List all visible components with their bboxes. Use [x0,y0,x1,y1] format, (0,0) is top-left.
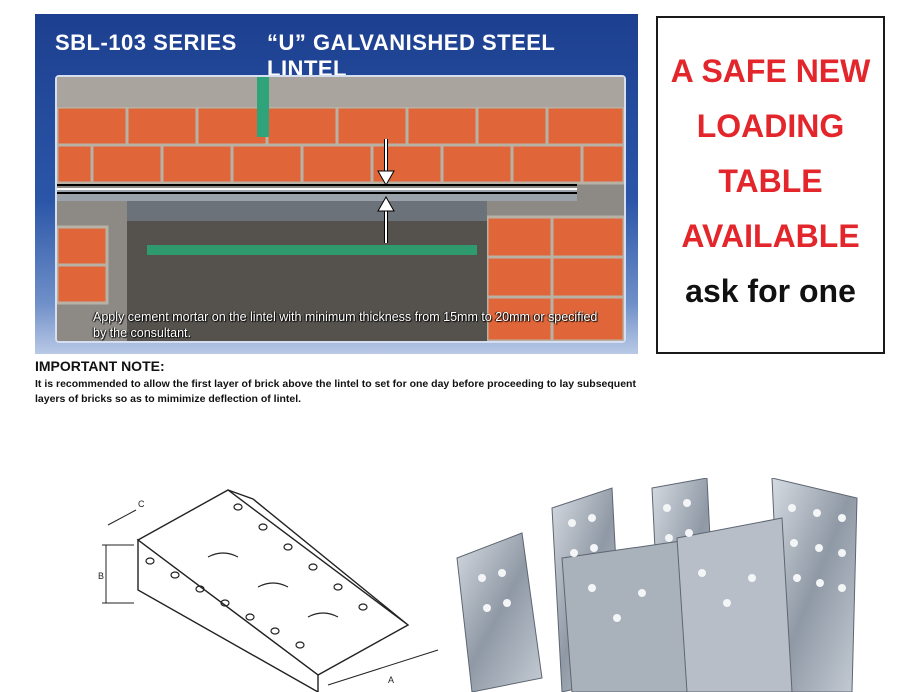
product-banner: SBL-103 SERIES “U” GALVANISHED STEEL LIN… [35,14,638,354]
callout-ask: ask for one [685,273,856,309]
callout-line: AVAILABLE [681,218,860,254]
installation-photo: Apply cement mortar on the lintel with m… [55,75,626,343]
dimension-label-b: B [98,571,104,581]
product-name: “U” GALVANISHED STEEL LINTEL [267,30,555,81]
brick-wall [57,105,624,341]
callout-line: TABLE [718,163,823,199]
dimension-label-a: A [388,675,394,685]
important-note-heading: IMPORTANT NOTE: [35,358,165,374]
lintel-product-photo [456,478,858,692]
loading-table-callout: A SAFE NEW LOADING TABLE AVAILABLE ask f… [656,16,885,354]
dimension-label-c: C [138,499,145,509]
important-note-text: It is recommended to allow the first lay… [35,378,636,405]
down-arrow-icon [377,139,395,187]
series-label: SBL-103 SERIES [55,30,237,55]
up-arrow-icon [377,195,395,243]
callout-line: LOADING [696,108,845,144]
installation-caption: Apply cement mortar on the lintel with m… [93,310,598,340]
callout-line: A SAFE NEW [670,53,871,89]
lintel-dimension-diagram: B C A [98,489,439,692]
